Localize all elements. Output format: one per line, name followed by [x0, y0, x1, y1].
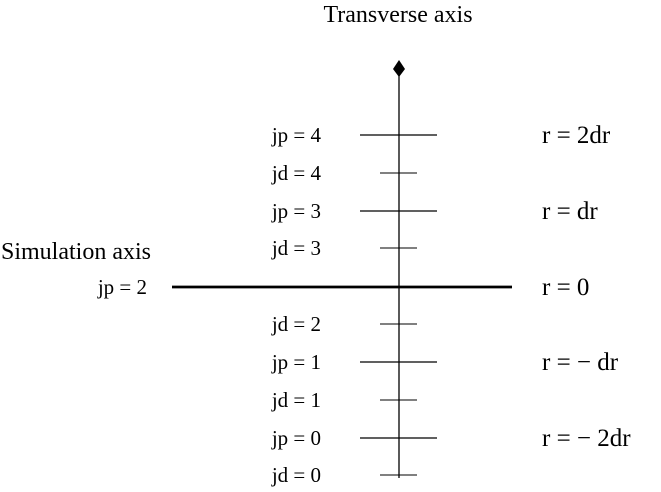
tick-label-jd-0: jd = 0	[271, 463, 321, 487]
r-label-minus-dr: r = − dr	[542, 349, 619, 376]
r-label-minus-2dr: r = − 2dr	[542, 425, 631, 452]
center-index-label: jp = 2	[97, 275, 147, 299]
tick-label-jp-3: jp = 3	[271, 199, 321, 223]
simulation-axis-label: Simulation axis	[1, 239, 151, 265]
transverse-axis-label: Transverse axis	[323, 2, 472, 28]
tick-label-jd-3: jd = 3	[271, 236, 321, 260]
r-label-dr: r = dr	[542, 198, 598, 225]
tick-label-jp-4: jp = 4	[271, 123, 322, 147]
tick-label-jd-1: jd = 1	[271, 388, 321, 412]
transverse-axis-arrowhead	[393, 60, 405, 77]
r-label-zero: r = 0	[542, 274, 589, 301]
tick-label-jd-4: jd = 4	[271, 161, 322, 185]
tick-label-jp-0: jp = 0	[271, 426, 321, 450]
r-label-2dr: r = 2dr	[542, 122, 611, 149]
tick-label-jd-2: jd = 2	[271, 312, 321, 336]
tick-label-jp-1: jp = 1	[271, 350, 321, 374]
